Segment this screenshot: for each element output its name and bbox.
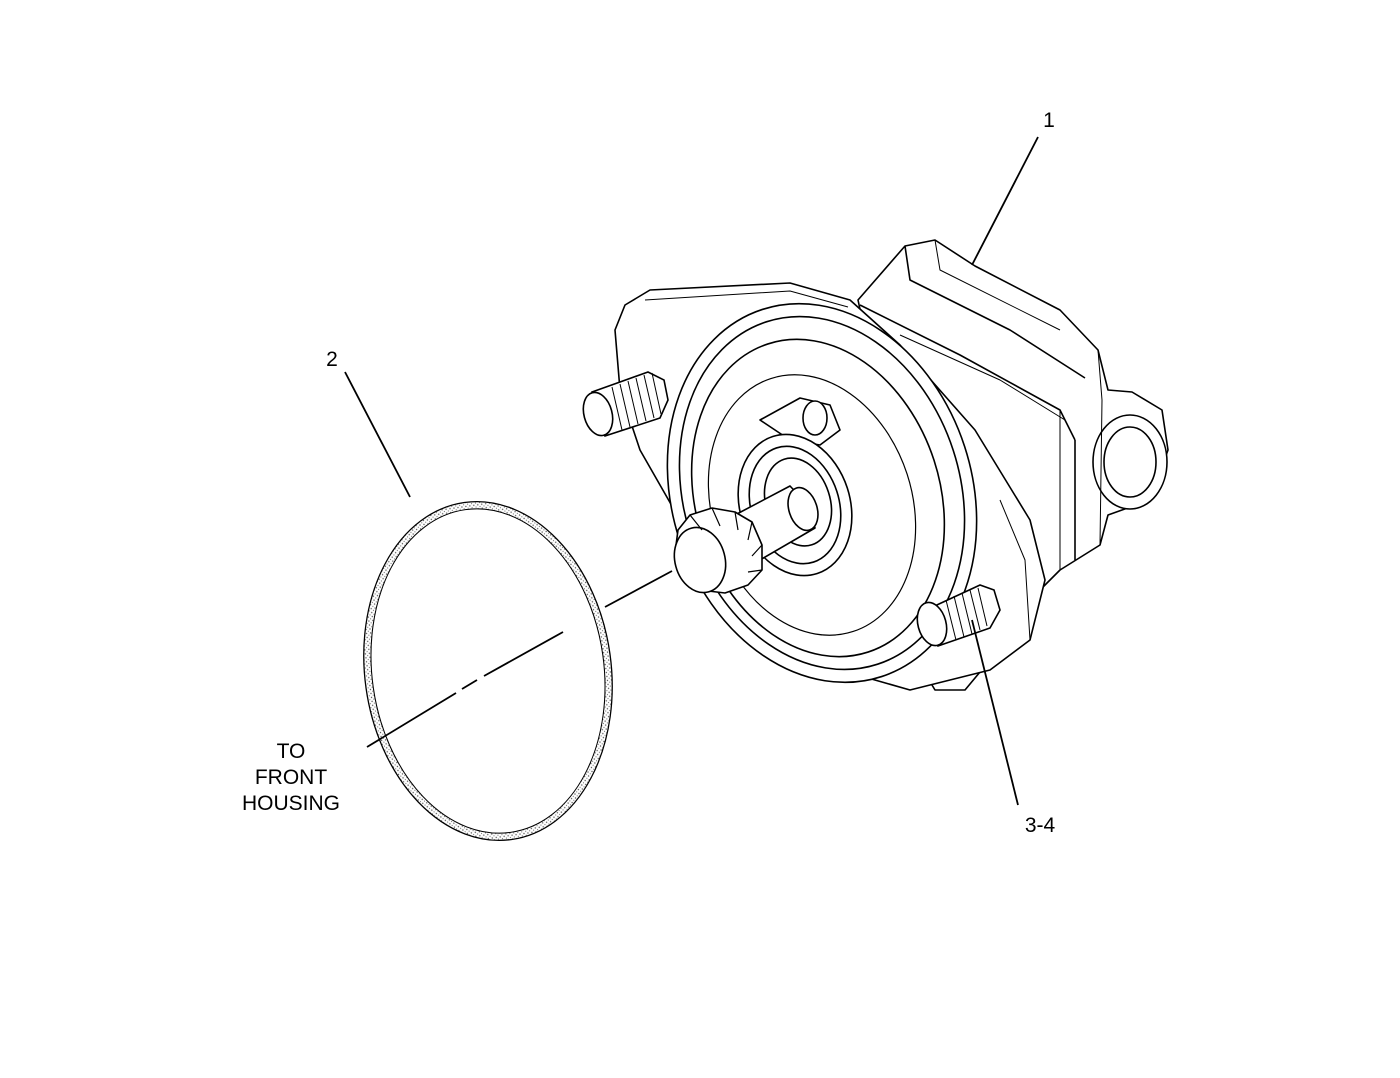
note-to-front-housing: TO FRONT HOUSING [242,740,340,815]
callout-2: 2 [326,348,338,371]
assembly-centerline [366,557,694,748]
note-line-1: TO [277,740,306,763]
o-ring-gasket [363,500,613,842]
leader-lines [344,136,1039,806]
leader-2 [344,371,411,498]
splined-shaft-end [673,507,763,594]
leader-3-4 [971,619,1019,806]
note-line-3: HOUSING [242,792,340,815]
callout-1: 1 [1043,109,1055,132]
callout-3-4: 3-4 [1025,814,1056,837]
stud-upper-left [582,371,669,438]
note-line-2: FRONT [255,766,327,789]
hydraulic-pump-assembly [614,239,1169,691]
stud-lower-right [916,584,1001,648]
leader-1 [971,136,1039,266]
